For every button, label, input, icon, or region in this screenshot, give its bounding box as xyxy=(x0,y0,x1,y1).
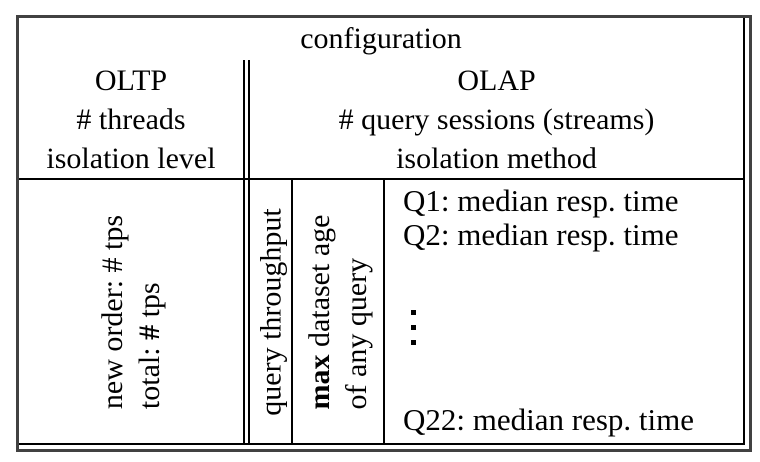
dataset-age-rotated-text: max dataset age of any query xyxy=(301,214,375,409)
oltp-title: OLTP xyxy=(94,63,168,97)
olap-sessions-label: # query sessions (streams) xyxy=(338,102,655,136)
oltp-isolation-label: isolation level xyxy=(46,141,216,175)
vertical-ellipsis xyxy=(411,310,416,345)
oltp-threads-label: # threads xyxy=(76,102,186,136)
olap-header-cell: OLAP # query sessions (streams) isolatio… xyxy=(250,60,743,178)
double-rule-header xyxy=(243,60,250,178)
q2-response-time-label: Q2: median resp. time xyxy=(403,217,679,252)
benchmark-table-frame: configuration OLTP # threads isolation l… xyxy=(16,15,752,452)
header-row: OLTP # threads isolation level OLAP # qu… xyxy=(19,60,743,178)
configuration-row: configuration xyxy=(19,18,743,60)
query-throughput-rotated-text: query throughput xyxy=(252,208,289,415)
q22-response-time-label: Q22: median resp. time xyxy=(403,402,694,437)
oltp-metrics-cell: new order: # tps total: # tps xyxy=(19,180,243,443)
ellipsis-spacer xyxy=(403,252,737,403)
oltp-total-tps-label: total: # tps xyxy=(133,281,166,409)
olap-title: OLAP xyxy=(457,63,536,97)
ellipsis-dot xyxy=(411,310,416,315)
oltp-neworder-tps-label: new order: # tps xyxy=(96,214,129,409)
configuration-label: configuration xyxy=(300,22,462,55)
query-response-times-cell: Q1: median resp. time Q2: median resp. t… xyxy=(385,180,743,443)
dataset-age-line2: of any query xyxy=(340,257,373,409)
bold-max: max xyxy=(303,353,336,409)
ellipsis-dot xyxy=(411,340,416,345)
oltp-metrics-rotated-text: new order: # tps total: # tps xyxy=(94,214,168,408)
benchmark-table: configuration OLTP # threads isolation l… xyxy=(19,18,745,445)
query-throughput-label: query throughput xyxy=(254,207,287,416)
olap-isolation-label: isolation method xyxy=(396,141,597,175)
metrics-row: new order: # tps total: # tps query thro… xyxy=(19,178,743,443)
double-rule-body xyxy=(243,180,250,443)
query-throughput-cell: query throughput xyxy=(250,180,293,443)
oltp-header-cell: OLTP # threads isolation level xyxy=(19,60,243,178)
q1-response-time-label: Q1: median resp. time xyxy=(403,183,679,218)
ellipsis-dot xyxy=(411,325,416,330)
dataset-age-cell: max dataset age of any query xyxy=(293,180,385,443)
dataset-age-line1: max dataset age xyxy=(303,214,336,409)
bold-hash: # xyxy=(133,324,166,340)
